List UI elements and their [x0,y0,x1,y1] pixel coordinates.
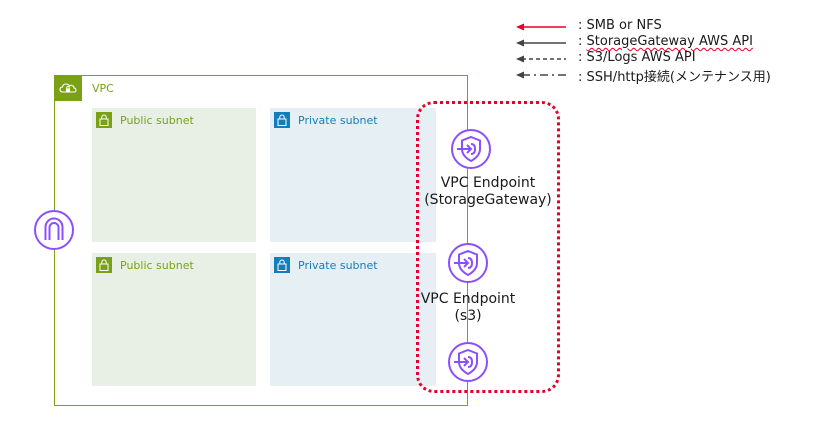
endpoint-storagegateway-label: VPC Endpoint (StorageGateway) [408,175,568,209]
legend-colon: : [578,34,583,49]
legend-label-s3-logs-api: S3/Logs AWS API [586,50,696,65]
subnet-label: Public subnet [120,114,194,127]
legend-item-storagegateway-api: : StorageGateway AWS API [578,34,753,49]
endpoint-s3-label: VPC Endpoint (s3) [388,291,548,325]
lock-icon [274,112,290,128]
legend-item-smb: : SMB or NFS [578,18,662,33]
lock-icon [96,257,112,273]
endpoint-highlight-box [416,101,560,393]
legend-item-s3-logs-api: : S3/Logs AWS API [578,50,696,65]
private-subnet-top: Private subnet [270,108,436,242]
internet-gateway-icon [34,210,74,250]
lock-icon [96,112,112,128]
endpoint-name: VPC Endpoint [420,291,516,307]
legend-colon: : [578,70,583,85]
legend-label-ssh-http: SSH/http接続(メンテナンス用) [586,70,771,85]
legend-colon: : [578,50,583,65]
legend-line-ssh-http [516,71,566,79]
lock-icon [274,257,290,273]
legend-line-storagegateway-api [516,39,566,47]
private-subnet-bottom: Private subnet [270,253,436,386]
legend-label-smb: SMB or NFS [586,18,662,33]
vpc-label: VPC [92,82,114,95]
subnet-label: Private subnet [298,114,378,127]
legend-lines [516,23,566,79]
endpoint-name: VPC Endpoint [440,175,536,191]
legend-line-s3-logs-api [516,55,566,63]
vpc-endpoint-icon [448,243,488,283]
endpoint-service: (StorageGateway) [424,192,552,208]
endpoint-service: (s3) [454,308,482,324]
vpc-endpoint-icon [451,129,491,169]
subnet-label: Private subnet [298,259,378,272]
legend-label-storagegateway-api: StorageGateway AWS API [586,34,753,49]
vpc-cloud-lock-icon [54,75,82,101]
legend-colon: : [578,18,583,33]
public-subnet-top: Public subnet [92,108,256,242]
public-subnet-bottom: Public subnet [92,253,256,386]
subnet-label: Public subnet [120,259,194,272]
vpc-endpoint-icon [448,342,488,382]
legend-line-smb [516,23,566,31]
legend-item-ssh-http: : SSH/http接続(メンテナンス用) [578,66,771,85]
